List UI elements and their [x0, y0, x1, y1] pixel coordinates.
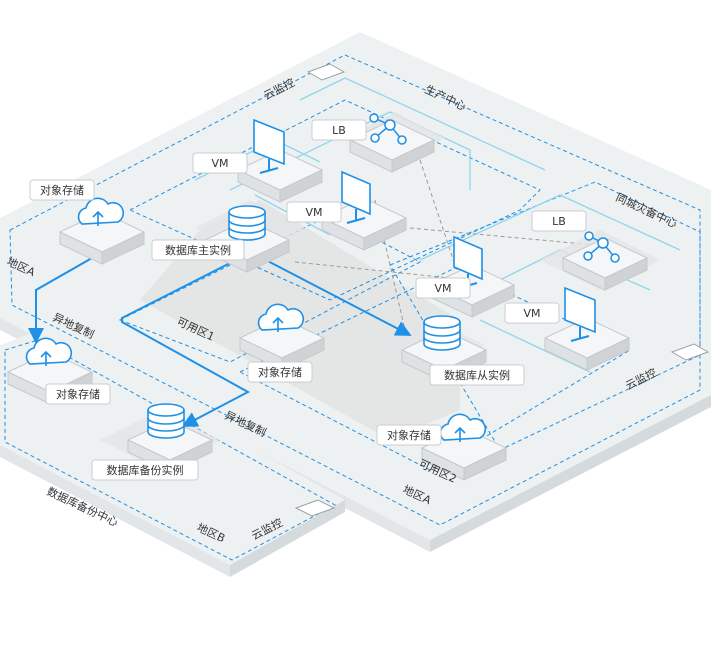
- db-master-box: [204, 205, 290, 273]
- vm-monitor-icon: [564, 286, 596, 342]
- svg-text:数据库主实例: 数据库主实例: [165, 243, 231, 257]
- lb-icon: [583, 231, 620, 263]
- tag-lb-backup: LB: [531, 210, 587, 232]
- svg-text:对象存储: 对象存储: [56, 387, 100, 401]
- tag-vm1: VM: [192, 152, 248, 174]
- vm-monitor-icon: [341, 170, 371, 224]
- production-center-boundary: [128, 99, 541, 301]
- svg-text:VM: VM: [434, 282, 451, 295]
- zone2-boundary: [238, 267, 632, 471]
- tag-db-master: 数据库主实例: [151, 239, 245, 261]
- vm-monitor-icon: [253, 118, 285, 174]
- tag-vm-backup2: VM: [504, 302, 560, 324]
- monitor-box-icon: [294, 63, 710, 517]
- svg-text:VM: VM: [211, 157, 228, 170]
- tag-db-backup: 数据库备份实例: [91, 459, 199, 481]
- db-backup-box: [127, 403, 213, 473]
- tag-region-b-storage: 对象存储: [45, 383, 111, 405]
- tag-zone1-storage: 对象存储: [247, 361, 313, 383]
- svg-text:VM: VM: [523, 307, 540, 320]
- tag-vm2: VM: [286, 201, 342, 223]
- tag-zone2-storage: 对象存储: [376, 424, 442, 446]
- svg-text:数据库从实例: 数据库从实例: [444, 368, 510, 382]
- database-icon: [147, 403, 185, 439]
- lb-icon: [369, 113, 407, 145]
- cloud-storage-icon: [77, 197, 125, 226]
- tag-storage-left: 对象存储: [29, 179, 95, 201]
- region-b-storage-box: [7, 337, 93, 405]
- zone2-storage-box: [421, 413, 507, 481]
- database-icon: [228, 205, 266, 241]
- storage-left-box: [59, 197, 145, 265]
- production-vm1-box: [237, 118, 323, 203]
- tag-db-slave: 数据库从实例: [429, 364, 525, 386]
- production-vm2-box: [321, 170, 407, 251]
- replication-arrows: [28, 257, 412, 427]
- svg-text:数据库备份实例: 数据库备份实例: [107, 463, 184, 477]
- tag-lb-production: LB: [311, 119, 367, 141]
- tag-vm-backup1: VM: [415, 277, 471, 299]
- cloud-storage-icon: [439, 413, 487, 442]
- zone1-storage-box: [239, 303, 325, 371]
- backup-lb-box: [562, 231, 648, 291]
- production-lb-box: [349, 113, 435, 173]
- region-a-dashed-boundary: [9, 54, 701, 526]
- svg-text:对象存储: 对象存储: [258, 365, 302, 379]
- db-slave-box: [401, 315, 487, 383]
- svg-text:对象存储: 对象存储: [40, 183, 84, 197]
- svg-text:LB: LB: [552, 215, 566, 228]
- svg-text:对象存储: 对象存储: [387, 428, 431, 442]
- backup-vm2-box: [544, 286, 630, 371]
- svg-text:VM: VM: [305, 206, 322, 219]
- svg-text:LB: LB: [332, 124, 346, 137]
- database-icon: [423, 315, 461, 351]
- cloud-storage-icon: [257, 303, 305, 332]
- cloud-storage-icon: [25, 337, 73, 366]
